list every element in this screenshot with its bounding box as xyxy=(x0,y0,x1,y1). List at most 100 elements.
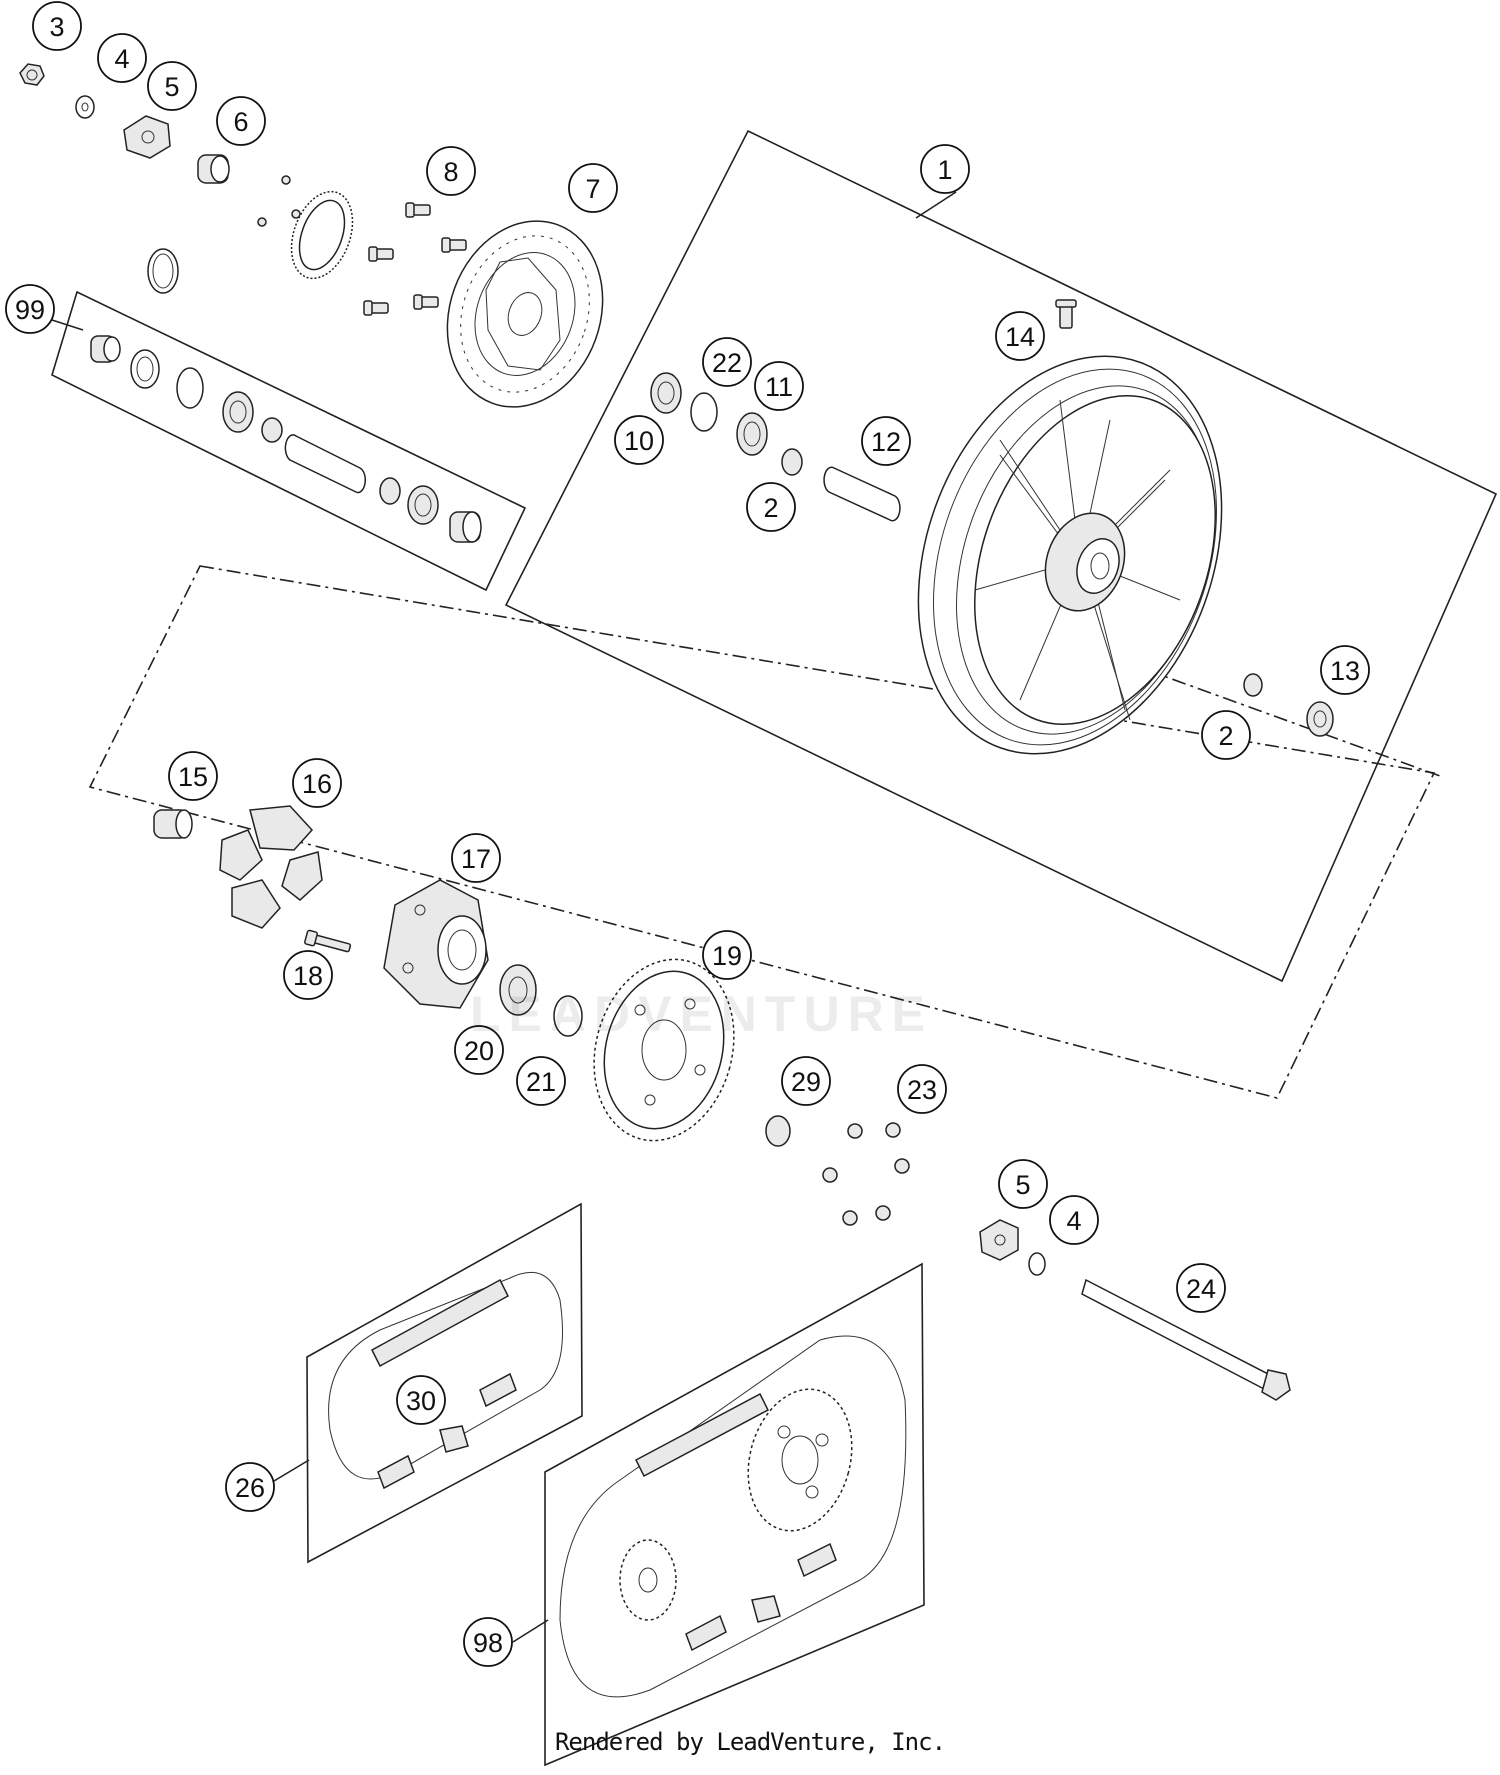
bearing-20[interactable] xyxy=(499,964,537,1016)
svg-text:19: 19 xyxy=(712,941,742,971)
washer-4[interactable] xyxy=(75,95,95,119)
chain-kit-26[interactable] xyxy=(328,1271,563,1490)
svg-text:12: 12 xyxy=(871,427,901,457)
svg-text:26: 26 xyxy=(235,1473,265,1503)
svg-text:14: 14 xyxy=(1005,322,1035,352)
callout-6[interactable]: 6 xyxy=(216,96,266,146)
chain-adjuster-5[interactable] xyxy=(123,115,171,159)
callout-4-top[interactable]: 4 xyxy=(97,33,147,83)
bushing-15[interactable] xyxy=(153,809,193,839)
kit-99-parts[interactable] xyxy=(90,335,482,543)
svg-text:2: 2 xyxy=(763,493,778,523)
bolt-18[interactable] xyxy=(304,929,352,953)
rear-sprocket-19[interactable] xyxy=(575,944,754,1157)
footer-credit: Rendered by LeadVenture, Inc. xyxy=(554,1728,946,1756)
svg-text:98: 98 xyxy=(473,1628,503,1658)
hub-group-frame xyxy=(88,565,1436,1099)
callout-5-top[interactable]: 5 xyxy=(147,61,197,111)
svg-text:13: 13 xyxy=(1330,656,1360,686)
callout-2-lower[interactable]: 2 xyxy=(1201,710,1251,760)
callout-10[interactable]: 10 xyxy=(614,415,664,465)
callout-3[interactable]: 3 xyxy=(32,1,82,51)
callout-26[interactable]: 26 xyxy=(225,1462,275,1512)
svg-text:7: 7 xyxy=(585,174,600,204)
callout-5-right[interactable]: 5 xyxy=(998,1159,1048,1209)
callout-4-right[interactable]: 4 xyxy=(1049,1195,1099,1245)
callout-2-upper[interactable]: 2 xyxy=(746,482,796,532)
callout-22[interactable]: 22 xyxy=(702,337,752,387)
damper-rubbers-16[interactable] xyxy=(219,805,323,929)
spacer-2-upper[interactable] xyxy=(781,448,803,476)
svg-text:4: 4 xyxy=(114,44,129,74)
callout-1[interactable]: 1 xyxy=(920,144,970,194)
callout-15[interactable]: 15 xyxy=(168,751,218,801)
svg-text:1: 1 xyxy=(937,155,952,185)
bearing-10[interactable] xyxy=(650,372,682,414)
callout-99[interactable]: 99 xyxy=(5,284,55,334)
callout-24[interactable]: 24 xyxy=(1176,1263,1226,1313)
svg-text:2: 2 xyxy=(1218,721,1233,751)
nut-3[interactable] xyxy=(19,63,45,86)
svg-text:11: 11 xyxy=(765,372,793,402)
svg-text:6: 6 xyxy=(233,107,248,137)
callout-12[interactable]: 12 xyxy=(861,416,911,466)
rear-wheel-rim[interactable] xyxy=(866,313,1275,796)
kit-99-frame xyxy=(51,290,527,592)
callout-29[interactable]: 29 xyxy=(781,1056,831,1106)
washer-4-right[interactable] xyxy=(1028,1252,1046,1276)
callout-14[interactable]: 14 xyxy=(995,311,1045,361)
callout-17[interactable]: 17 xyxy=(451,833,501,883)
small-screws[interactable] xyxy=(257,175,301,227)
svg-text:8: 8 xyxy=(443,157,458,187)
svg-text:20: 20 xyxy=(464,1036,494,1066)
circlip-22[interactable] xyxy=(690,392,718,432)
callout-98[interactable]: 98 xyxy=(463,1617,513,1667)
callout-19[interactable]: 19 xyxy=(702,930,752,980)
svg-text:4: 4 xyxy=(1066,1206,1081,1236)
bearing-13[interactable] xyxy=(1306,701,1334,737)
svg-text:17: 17 xyxy=(461,844,491,874)
tone-wheel[interactable] xyxy=(280,183,363,287)
svg-text:99: 99 xyxy=(15,295,45,325)
callout-13[interactable]: 13 xyxy=(1320,645,1370,695)
callout-11[interactable]: 11 xyxy=(754,361,804,411)
svg-text:21: 21 xyxy=(526,1067,556,1097)
spacer-6[interactable] xyxy=(197,154,230,184)
svg-text:22: 22 xyxy=(712,348,742,378)
spacer-21[interactable] xyxy=(553,995,583,1037)
svg-text:10: 10 xyxy=(624,426,654,456)
chain-adjuster-5-right[interactable] xyxy=(979,1219,1019,1261)
svg-text:16: 16 xyxy=(302,769,332,799)
svg-text:29: 29 xyxy=(791,1067,821,1097)
nuts-23[interactable] xyxy=(822,1122,910,1226)
axle-24[interactable] xyxy=(1081,1278,1291,1401)
kit-26-frame xyxy=(306,1202,583,1564)
leader-lines xyxy=(51,191,1441,1643)
callout-18[interactable]: 18 xyxy=(283,950,333,1000)
spacer-29[interactable] xyxy=(765,1115,791,1147)
callout-21[interactable]: 21 xyxy=(516,1056,566,1106)
sprocket-carrier-17[interactable] xyxy=(383,879,489,1009)
svg-text:15: 15 xyxy=(178,762,208,792)
kit-98-frame xyxy=(544,1262,925,1767)
callout-16[interactable]: 16 xyxy=(292,758,342,808)
wheel-assembly-frame xyxy=(504,129,1498,983)
callout-30[interactable]: 30 xyxy=(396,1375,446,1425)
valve-14[interactable] xyxy=(1055,299,1077,329)
svg-text:24: 24 xyxy=(1186,1274,1216,1304)
bearing-11[interactable] xyxy=(736,412,768,456)
spacer-2-lower[interactable] xyxy=(1243,673,1263,697)
sleeve-12[interactable] xyxy=(823,466,901,522)
callout-7[interactable]: 7 xyxy=(568,163,618,213)
svg-text:30: 30 xyxy=(406,1386,436,1416)
disc-screws-8[interactable] xyxy=(363,202,467,316)
circlip[interactable] xyxy=(147,248,179,294)
brake-disc-7[interactable] xyxy=(422,199,628,429)
chain-kit-98[interactable] xyxy=(559,1335,907,1698)
callout-8[interactable]: 8 xyxy=(426,146,476,196)
svg-text:18: 18 xyxy=(293,961,323,991)
callout-23[interactable]: 23 xyxy=(897,1064,947,1114)
callout-20[interactable]: 20 xyxy=(454,1025,504,1075)
svg-text:5: 5 xyxy=(1015,1170,1030,1200)
